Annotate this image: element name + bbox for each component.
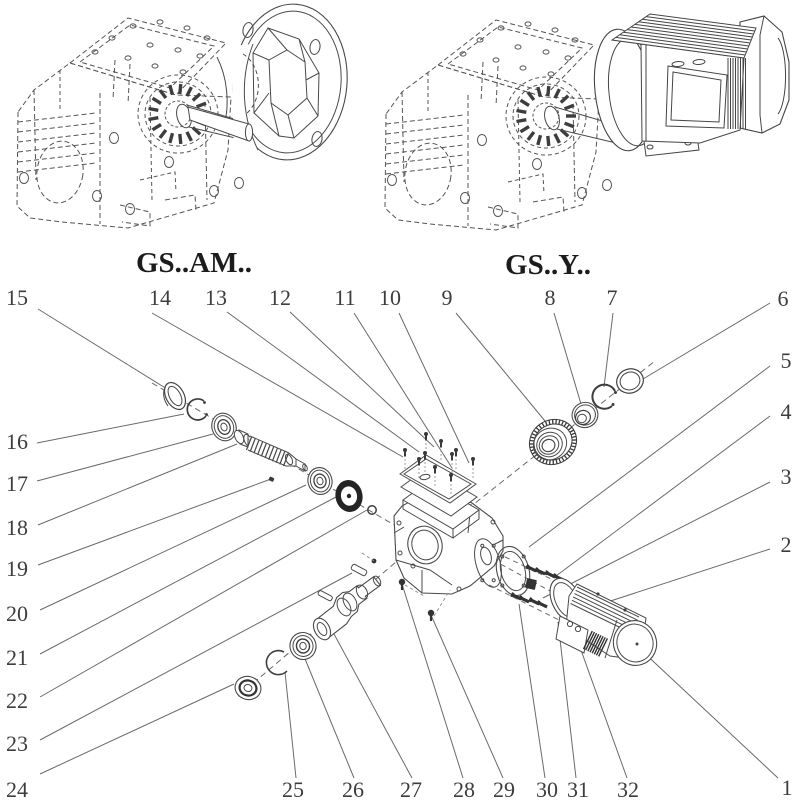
- svg-text:20: 20: [6, 601, 28, 626]
- svg-text:31: 31: [567, 777, 589, 800]
- svg-text:2: 2: [781, 532, 792, 557]
- svg-text:4: 4: [781, 399, 792, 424]
- svg-text:8: 8: [545, 285, 556, 310]
- svg-text:10: 10: [379, 285, 401, 310]
- svg-text:5: 5: [781, 348, 792, 373]
- svg-text:24: 24: [6, 777, 28, 800]
- svg-text:21: 21: [6, 645, 28, 670]
- svg-text:GS..AM..: GS..AM..: [136, 247, 252, 279]
- svg-text:26: 26: [342, 777, 364, 800]
- svg-text:13: 13: [205, 285, 227, 310]
- svg-text:30: 30: [536, 777, 558, 800]
- svg-text:19: 19: [6, 556, 28, 581]
- svg-text:6: 6: [778, 286, 789, 311]
- svg-text:18: 18: [6, 515, 28, 540]
- svg-text:1: 1: [782, 775, 793, 800]
- svg-text:27: 27: [400, 777, 422, 800]
- svg-text:14: 14: [149, 285, 171, 310]
- svg-text:GS..Y..: GS..Y..: [505, 249, 591, 281]
- svg-text:3: 3: [781, 464, 792, 489]
- svg-text:15: 15: [6, 285, 28, 310]
- svg-text:12: 12: [269, 285, 291, 310]
- svg-text:7: 7: [607, 285, 618, 310]
- svg-text:23: 23: [6, 731, 28, 756]
- svg-text:28: 28: [453, 777, 475, 800]
- svg-text:32: 32: [617, 777, 639, 800]
- svg-text:29: 29: [493, 777, 515, 800]
- svg-text:25: 25: [282, 777, 304, 800]
- svg-text:17: 17: [6, 471, 28, 496]
- svg-text:11: 11: [334, 285, 355, 310]
- svg-text:22: 22: [6, 688, 28, 713]
- svg-text:9: 9: [442, 285, 453, 310]
- svg-text:16: 16: [6, 429, 28, 454]
